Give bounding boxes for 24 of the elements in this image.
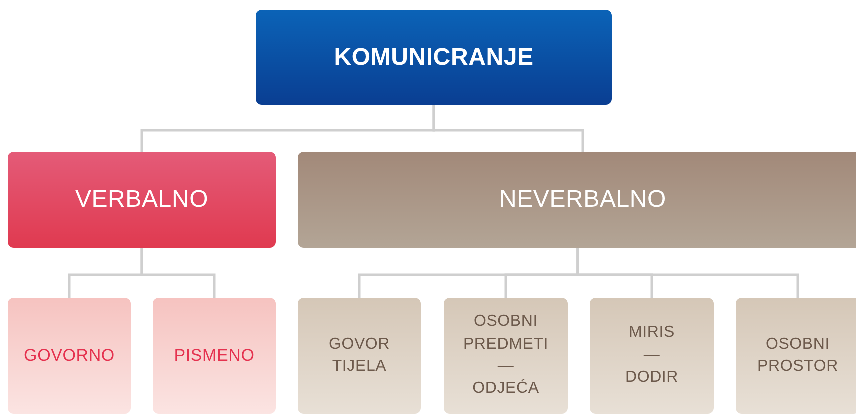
node-label: — — [498, 357, 514, 377]
node-label: GOVOR TIJELA — [328, 334, 392, 377]
node-box — [153, 298, 276, 414]
node-box — [256, 10, 612, 105]
connector-line — [432, 105, 584, 152]
node-label: GOVORNO — [24, 345, 115, 368]
node-label: VERBALNO — [75, 185, 209, 216]
node-label: MIRIS — [629, 323, 675, 344]
connector-line — [140, 248, 216, 298]
node-box — [590, 298, 714, 414]
node-label: OSOBNI PREDMETI — [462, 312, 550, 355]
node-box — [298, 298, 421, 414]
node-box — [8, 298, 131, 414]
node-box — [736, 298, 856, 414]
node-box — [444, 298, 568, 414]
node-box — [8, 152, 276, 248]
node-label: DODIR — [625, 368, 679, 388]
node-label: ODJEĆA — [472, 378, 540, 400]
node-label: OSOBNI PROSTOR — [756, 334, 840, 377]
node-label: PISMENO — [174, 345, 255, 368]
node-label: NEVERBALNO — [499, 185, 667, 216]
node-label: KOMUNICRANJE — [334, 42, 534, 73]
node-box — [298, 152, 856, 248]
node-label: — — [644, 346, 660, 366]
